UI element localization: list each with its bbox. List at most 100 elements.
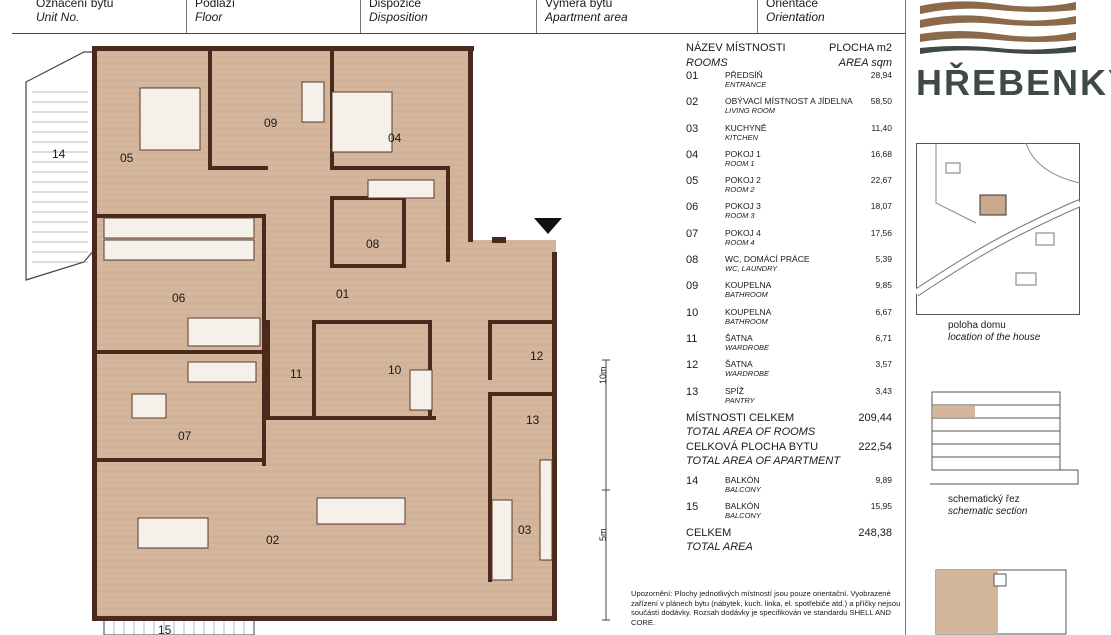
unit-no-label-en: Unit No.: [36, 10, 80, 24]
floor-label-en: Floor: [195, 10, 223, 24]
room-label-13: 13: [526, 413, 540, 427]
room-number: 07: [686, 227, 699, 240]
schematic-section: [930, 391, 1079, 485]
grand-total-label-en: TOTAL AREA: [686, 541, 753, 554]
exterior-walls: [92, 46, 557, 621]
room-label-05: 05: [120, 151, 134, 165]
location-caption: poloha domu location of the house: [948, 320, 1040, 344]
room-name: KOUPELNA: [725, 306, 772, 317]
rooms-total-label: MÍSTNOSTI CELKEM: [686, 411, 795, 424]
room-area: 3,43: [875, 385, 892, 396]
rooms-total-area: 209,44: [858, 411, 892, 424]
room-area: 22,67: [870, 175, 892, 186]
room-label-08: 08: [366, 237, 380, 251]
room-name: POKOJ 1: [725, 148, 761, 159]
disposition-label-en: Disposition: [369, 10, 428, 24]
hrebenky-logo-icon: [920, 1, 1076, 54]
disposition-cell: Dispozice Disposition: [360, 0, 428, 33]
balcony-area: 9,89: [875, 474, 892, 485]
section-caption-cz: schematický řez: [948, 494, 1020, 505]
room-area: 5,39: [875, 254, 892, 265]
area-cell: Výměra bytu Apartment area: [536, 0, 628, 33]
scale-label-10m: 10m: [598, 366, 608, 384]
room-name: KOUPELNA: [725, 280, 772, 291]
orientation-label-en: Orientation: [766, 10, 825, 24]
room-name: PŘEDSÍŇ: [725, 70, 763, 80]
room-area: 11,40: [871, 122, 892, 133]
balcony-name: BALKÓN: [725, 474, 760, 485]
disposition-label: Dispozice: [369, 0, 422, 10]
room-name: OBÝVACÍ MÍSTNOST A JÍDELNA: [725, 96, 853, 107]
room-area: 17,56: [870, 227, 892, 238]
unit-no-cell: Označení bytu Unit No.: [28, 0, 113, 33]
room-name-en: PANTRY: [725, 395, 755, 405]
room-name: POKOJ 3: [725, 201, 761, 212]
room-number: 12: [686, 359, 699, 372]
room-number: 10: [686, 306, 699, 319]
room-area: 9,85: [875, 280, 892, 291]
room-name-en: LIVING ROOM: [725, 106, 776, 116]
rooms-total-row: MÍSTNOSTI CELKEM TOTAL AREA OF ROOMS 209…: [686, 412, 892, 441]
balcony-14: [25, 51, 95, 281]
rooms-col-header: NÁZEV MÍSTNOSTI: [686, 42, 786, 54]
apartment-total-row: CELKOVÁ PLOCHA BYTU TOTAL AREA OF APARTM…: [686, 441, 892, 475]
orientation-arrow-icon: [534, 218, 562, 234]
room-label-15: 15: [158, 623, 172, 635]
orientation-cell: Orientace Orientation: [757, 0, 825, 33]
room-number: 01: [686, 70, 699, 82]
room-label-10: 10: [388, 363, 402, 377]
room-name-en: WC, LAUNDRY: [725, 264, 778, 274]
room-name-en: ENTRANCE: [725, 80, 767, 89]
area-label: Výměra bytu: [545, 0, 613, 10]
room-label-01: 01: [336, 287, 350, 301]
grand-total-area: 248,38: [858, 527, 892, 540]
room-number: 11: [686, 332, 698, 345]
room-area: 18,07: [870, 201, 892, 212]
room-name: WC, DOMÁCÍ PRÁCE: [725, 254, 810, 265]
room-name-en: BATHROOM: [725, 290, 768, 300]
room-label-11: 11: [290, 367, 303, 381]
location-caption-cz: poloha domu: [948, 320, 1006, 331]
room-label-14: 14: [52, 147, 66, 161]
room-number: 02: [686, 96, 699, 109]
room-name-en: ROOM 4: [725, 237, 755, 247]
unit-no-label: Označení bytu: [36, 0, 114, 10]
area-label-en: Apartment area: [545, 10, 628, 24]
room-area: 16,68: [870, 148, 892, 159]
apartment-total-area: 222,54: [858, 440, 892, 453]
location-map: [916, 143, 1080, 315]
room-name-en: WARDROBE: [725, 369, 770, 379]
balcony-name-en: BALCONY: [725, 511, 761, 521]
rooms-col-header-en: ROOMS: [686, 57, 728, 69]
header-divider: [12, 33, 905, 34]
room-label-03: 03: [518, 523, 532, 537]
apartment-floor: [96, 50, 556, 620]
grand-total-row: CELKEM TOTAL AREA 248,38: [686, 527, 892, 556]
balcony-name: BALKÓN: [725, 501, 760, 512]
room-area: 6,71: [875, 332, 892, 343]
location-caption-en: location of the house: [948, 332, 1041, 343]
room-number: 04: [686, 148, 699, 161]
room-name: POKOJ 4: [725, 227, 761, 238]
floor-plan: 01 02 03 04 05 06 07 08 09 10 11 12 13 1…: [25, 46, 610, 635]
table-header: NÁZEV MÍSTNOSTI ROOMS PLOCHA m2 AREA sqm: [686, 42, 892, 70]
grand-total-label: CELKEM: [686, 527, 732, 540]
furniture: [103, 81, 553, 581]
room-area-table: NÁZEV MÍSTNOSTI ROOMS PLOCHA m2 AREA sqm…: [686, 42, 892, 556]
floor-label: Podlaží: [195, 0, 236, 10]
orientation-label: Orientace: [766, 0, 819, 10]
room-name: ŠATNA: [725, 359, 753, 370]
apartment-total-label-en: TOTAL AREA OF APARTMENT: [686, 454, 841, 467]
room-name: POKOJ 2: [725, 175, 761, 186]
room-label-09: 09: [264, 116, 278, 130]
